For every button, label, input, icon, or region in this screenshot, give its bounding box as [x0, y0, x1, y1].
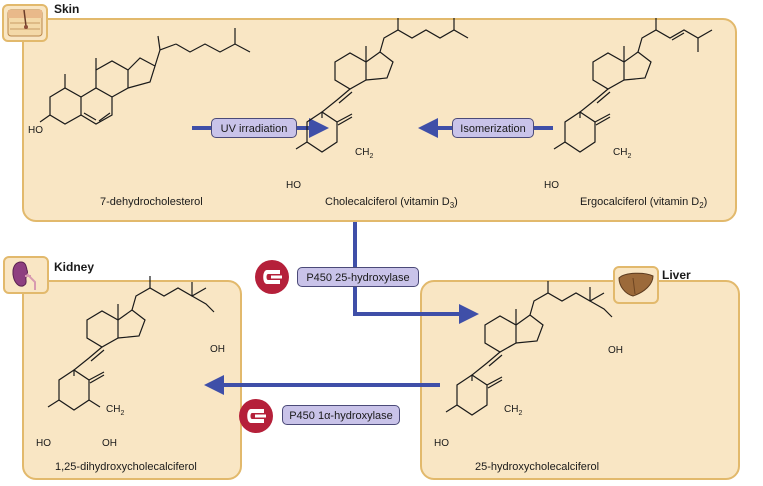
hydroxylase25-label: P450 25-hydroxylase	[297, 267, 419, 287]
atom-label: HO	[36, 438, 51, 449]
structure-25-hydroxycholecalciferol	[445, 281, 613, 416]
structure-ergocalciferol	[553, 18, 713, 153]
atom-label: CH2	[613, 147, 631, 160]
atom-label: CH2	[106, 404, 124, 417]
atom-label: CH2	[355, 147, 373, 160]
structure-cholecalciferol	[295, 18, 469, 153]
hydroxylase1a-label: P450 1α-hydroxylase	[282, 405, 400, 425]
compound-label-25-hydroxycholecalciferol: 25-hydroxycholecalciferol	[475, 461, 600, 473]
kidney-title: Kidney	[54, 260, 95, 274]
liver-icon	[613, 266, 659, 304]
compound-label-1-25-dihydroxycholecalciferol: 1,25-dihydroxycholecalciferol	[55, 461, 197, 473]
enzyme-icon	[255, 260, 289, 294]
structure-1-25-dihydroxycholecalciferol	[47, 276, 215, 411]
isomerization-label: Isomerization	[452, 118, 534, 138]
skin-title: Skin	[54, 2, 80, 16]
compound-label-ergocalciferol: Ergocalciferol (vitamin D2)	[580, 196, 708, 211]
atom-label: OH	[102, 438, 117, 449]
atom-label: OH	[210, 344, 225, 355]
atom-label: HO	[28, 125, 43, 136]
atom-label: HO	[544, 180, 559, 191]
structure-7-dehydrocholesterol	[39, 28, 251, 125]
liver-title: Liver	[662, 268, 691, 282]
skin-icon	[2, 4, 48, 42]
uv-irradiation-label: UV irradiation	[211, 118, 297, 138]
atom-label: CH2	[504, 404, 522, 417]
compound-label-7-dehydrocholesterol: 7-dehydrocholesterol	[100, 196, 203, 208]
enzyme-icon	[239, 399, 273, 433]
atom-label: OH	[608, 345, 623, 356]
hydroxylase25-arrow	[353, 222, 479, 324]
atom-label: HO	[434, 438, 449, 449]
atom-label: HO	[286, 180, 301, 191]
kidney-icon	[3, 256, 49, 294]
compound-label-cholecalciferol: Cholecalciferol (vitamin D3)	[325, 196, 458, 211]
